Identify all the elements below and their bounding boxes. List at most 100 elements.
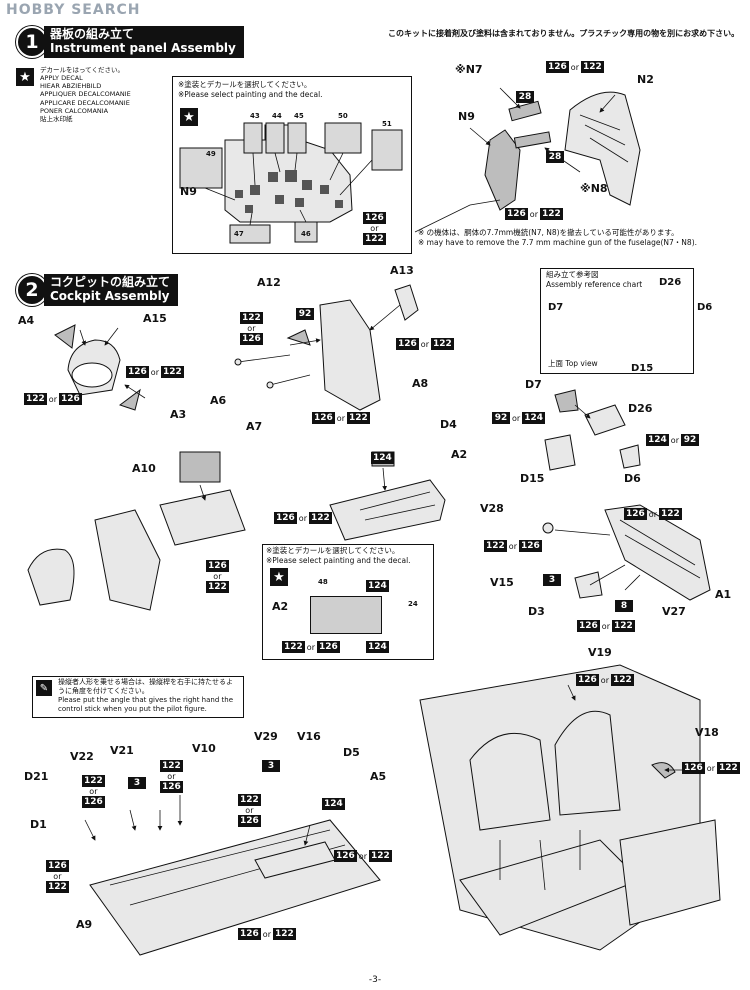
label-d5: D5 bbox=[343, 746, 360, 759]
decal-legend: デカールをはってください。APPLY DECAL HIEAR ABZIEHBIL… bbox=[40, 66, 131, 123]
code-28: 28 bbox=[516, 91, 534, 103]
label-a8: A8 bbox=[412, 377, 429, 390]
star-icon: ★ bbox=[270, 568, 288, 586]
label-d3: D3 bbox=[528, 605, 545, 618]
label-d1: D1 bbox=[30, 818, 47, 831]
code-3: 3 bbox=[262, 760, 280, 772]
ref-label-d15: D15 bbox=[631, 363, 654, 374]
code-3: 3 bbox=[128, 777, 146, 789]
decal-48: 48 bbox=[318, 578, 328, 586]
decal-49: 49 bbox=[206, 150, 216, 158]
dash-subassembly-drawing bbox=[544, 389, 641, 471]
label-v22: V22 bbox=[70, 750, 94, 763]
label-a2-box: A2 bbox=[272, 600, 289, 613]
label-v10: V10 bbox=[192, 742, 216, 755]
panel-decal-drawing bbox=[310, 596, 382, 634]
code-124: 124 bbox=[366, 641, 389, 653]
label-v27: V27 bbox=[662, 605, 686, 618]
label-v18: V18 bbox=[695, 726, 719, 739]
step1-number: 1 bbox=[16, 26, 48, 58]
label-a7: A7 bbox=[246, 420, 263, 433]
label-a4: A4 bbox=[18, 314, 35, 327]
pilot-note: 操縦者人形を乗せる場合は、操縦桿を右手に持たせるように角度を付けてください。Pl… bbox=[58, 678, 234, 714]
gun-removal-note: ※ の機体は、胴体の7.7mm機銃(N7, N8)を撤去している可能性があります… bbox=[418, 228, 697, 247]
code-124: 124 bbox=[322, 798, 345, 810]
decal-44: 44 bbox=[272, 112, 282, 120]
completed-cockpit-drawing bbox=[419, 664, 721, 951]
label-a3: A3 bbox=[170, 408, 187, 421]
instrument-panel-drawing bbox=[179, 122, 403, 244]
decal-51: 51 bbox=[382, 120, 392, 128]
cockpit-frame-drawing bbox=[234, 284, 419, 411]
label-d4: D4 bbox=[440, 418, 457, 431]
label-n9-box: N9 bbox=[180, 185, 197, 198]
code-124: 124 bbox=[366, 580, 389, 592]
step2-title: コクピットの組み立て Cockpit Assembly bbox=[44, 274, 179, 306]
label-a6: A6 bbox=[210, 394, 227, 407]
decal-45: 45 bbox=[294, 112, 304, 120]
label-a2: A2 bbox=[451, 448, 468, 461]
step2-header: 2 コクピットの組み立て Cockpit Assembly bbox=[16, 274, 179, 306]
page-number: -3- bbox=[368, 975, 382, 985]
label-v15: V15 bbox=[490, 576, 514, 589]
decal-24: 24 bbox=[408, 600, 418, 608]
label-d26: D26 bbox=[628, 402, 653, 415]
label-d21: D21 bbox=[24, 770, 49, 783]
label-v21: V21 bbox=[110, 744, 134, 757]
label-v16: V16 bbox=[297, 730, 321, 743]
seat-bulkhead-drawing bbox=[27, 451, 246, 611]
reference-chart-box bbox=[540, 268, 694, 374]
step1-header: 1 器板の組み立て Instrument panel Assembly bbox=[16, 26, 244, 58]
star-icon: ★ bbox=[16, 68, 34, 86]
step2-number: 2 bbox=[16, 274, 48, 306]
cockpit-panel-drawing bbox=[329, 451, 446, 541]
label-n2: N2 bbox=[637, 73, 654, 86]
decal-46: 46 bbox=[301, 230, 311, 238]
pilot-note-box bbox=[32, 676, 244, 718]
step1-title: 器板の組み立て Instrument panel Assembly bbox=[44, 26, 244, 58]
decal-50: 50 bbox=[338, 112, 348, 120]
step1-decal-box bbox=[172, 76, 412, 254]
decal-47: 47 bbox=[234, 230, 244, 238]
label-a15: A15 bbox=[143, 312, 167, 325]
step2-select-note: ※塗装とデカールを選択してください。※Please select paintin… bbox=[266, 546, 411, 565]
side-panel-drawing bbox=[542, 504, 711, 601]
step2-decal-box bbox=[262, 544, 434, 660]
code-92: 92 bbox=[296, 308, 314, 320]
watermark: HOBBY SEARCH bbox=[6, 2, 141, 18]
top-note: このキットに接着剤及び塗料は含まれておりません。プラスチック専用の物を別にお求め… bbox=[388, 29, 740, 38]
label-a9: A9 bbox=[76, 918, 93, 931]
ref-label-d26: D26 bbox=[659, 277, 682, 288]
decal-43: 43 bbox=[250, 112, 260, 120]
label-n8: ※N8 bbox=[580, 182, 608, 195]
label-n7: ※N7 bbox=[455, 63, 483, 76]
label-a5: A5 bbox=[370, 770, 387, 783]
label-v29: V29 bbox=[254, 730, 278, 743]
label-d7: D7 bbox=[525, 378, 542, 391]
cockpit-floor-drawing bbox=[84, 795, 381, 956]
label-a1: A1 bbox=[715, 588, 732, 601]
step1-select-note: ※塗装とデカールを選択してください。※Please select paintin… bbox=[178, 80, 323, 99]
